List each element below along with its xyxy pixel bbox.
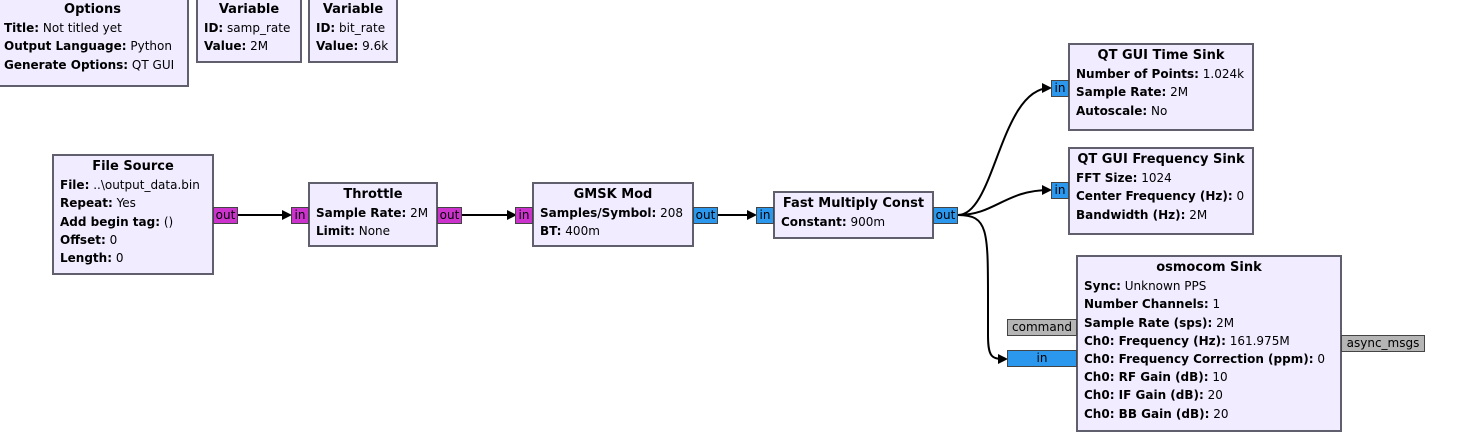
wire-multiply-osmocom[interactable] xyxy=(957,214,1008,364)
fast-multiply-out-port[interactable]: out xyxy=(933,207,958,224)
file-source-block[interactable]: File Source File: ..\output_data.bin Rep… xyxy=(52,154,214,275)
block-param: Value: 2M xyxy=(204,39,269,54)
block-title: QT GUI Time Sink xyxy=(1097,48,1225,63)
block-param: Number Channels: 1 xyxy=(1084,297,1221,312)
block-param: Repeat: Yes xyxy=(60,196,136,211)
block-param: ID: bit_rate xyxy=(316,21,386,36)
block-param: Ch0: BB Gain (dB): 20 xyxy=(1084,406,1229,421)
block-param: Offset: 0 xyxy=(60,232,118,247)
block-title: File Source xyxy=(92,159,174,174)
block-param: Ch0: Frequency (Hz): 161.975M xyxy=(1084,333,1290,348)
wire-multiply-freqsink[interactable] xyxy=(957,185,1052,216)
block-param: Output Language: Python xyxy=(4,39,172,54)
options-block[interactable]: Options Title: Not titled yet Output Lan… xyxy=(0,0,189,87)
gmsk-mod-out-port[interactable]: out xyxy=(693,207,718,224)
block-param: Length: 0 xyxy=(60,251,124,266)
osmocom-in-port[interactable]: in xyxy=(1007,350,1077,367)
block-param: Number of Points: 1.024k xyxy=(1076,67,1245,82)
block-param: BT: 400m xyxy=(540,224,600,239)
block-param: Title: Not titled yet xyxy=(4,21,122,36)
wire-multiply-timesink[interactable] xyxy=(957,83,1052,216)
block-param: Sample Rate: 2M xyxy=(1076,85,1189,100)
block-param: Constant: 900m xyxy=(781,215,886,230)
block-param: Samples/Symbol: 208 xyxy=(540,206,684,221)
block-param: ID: samp_rate xyxy=(204,21,291,36)
block-param: Ch0: Frequency Correction (ppm): 0 xyxy=(1084,352,1325,367)
osmocom-command-port[interactable]: command xyxy=(1007,319,1077,336)
block-param: Autoscale: No xyxy=(1076,103,1168,118)
block-param: Bandwidth (Hz): 2M xyxy=(1076,207,1208,222)
block-param: Sample Rate (sps): 2M xyxy=(1084,315,1235,330)
block-param: Generate Options: QT GUI xyxy=(4,57,175,72)
block-title: Variable xyxy=(322,2,384,17)
block-param: Ch0: IF Gain (dB): 20 xyxy=(1084,388,1223,403)
variable-samp-rate-block[interactable]: Variable ID: samp_rate Value: 2M xyxy=(196,0,302,63)
time-sink-in-port[interactable]: in xyxy=(1051,80,1069,97)
block-param: File: ..\output_data.bin xyxy=(60,178,200,193)
block-param: Ch0: RF Gain (dB): 10 xyxy=(1084,370,1228,385)
block-title: Variable xyxy=(218,2,280,17)
osmocom-async-msgs-port[interactable]: async_msgs xyxy=(1341,335,1425,352)
block-param: Value: 9.6k xyxy=(316,39,389,54)
frequency-sink-in-port[interactable]: in xyxy=(1051,182,1069,199)
variable-bit-rate-block[interactable]: Variable ID: bit_rate Value: 9.6k xyxy=(308,0,398,63)
qt-gui-frequency-sink-block[interactable]: QT GUI Frequency Sink FFT Size: 1024 Cen… xyxy=(1068,147,1254,235)
throttle-out-port[interactable]: out xyxy=(437,207,462,224)
block-title: QT GUI Frequency Sink xyxy=(1077,152,1245,167)
file-source-out-port[interactable]: out xyxy=(213,207,238,224)
block-param: Sample Rate: 2M xyxy=(316,206,429,221)
block-title: Options xyxy=(64,2,121,17)
osmocom-sink-block[interactable]: osmocom Sink Sync: Unknown PPS Number Ch… xyxy=(1076,255,1342,432)
block-title: Fast Multiply Const xyxy=(782,196,925,211)
fast-multiply-const-block[interactable]: Fast Multiply Const Constant: 900m xyxy=(773,191,934,239)
gmsk-mod-in-port[interactable]: in xyxy=(515,207,533,224)
gmsk-mod-block[interactable]: GMSK Mod Samples/Symbol: 208 BT: 400m xyxy=(532,182,694,247)
block-title: osmocom Sink xyxy=(1156,260,1262,275)
block-param: Limit: None xyxy=(316,224,391,239)
block-title: GMSK Mod xyxy=(573,187,653,202)
block-param: FFT Size: 1024 xyxy=(1076,171,1172,186)
block-title: Throttle xyxy=(343,187,403,202)
block-param: Add begin tag: () xyxy=(60,214,174,229)
qt-gui-time-sink-block[interactable]: QT GUI Time Sink Number of Points: 1.024… xyxy=(1068,43,1254,131)
fast-multiply-in-port[interactable]: in xyxy=(756,207,774,224)
throttle-in-port[interactable]: in xyxy=(291,207,309,224)
block-param: Center Frequency (Hz): 0 xyxy=(1076,189,1245,204)
block-param: Sync: Unknown PPS xyxy=(1084,279,1207,294)
